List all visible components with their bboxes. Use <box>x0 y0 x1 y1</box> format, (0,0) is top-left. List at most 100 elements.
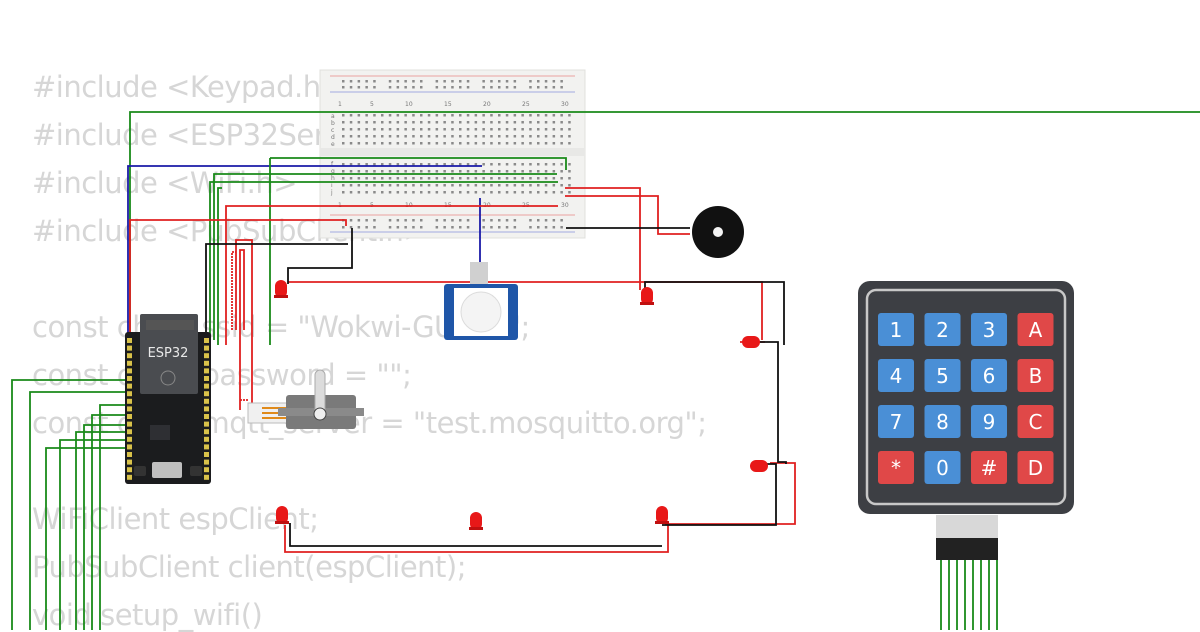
wire-red-7[interactable] <box>284 525 669 553</box>
breadboard-hole <box>443 170 446 173</box>
esp32-pin-right <box>204 383 209 389</box>
breadboard-hole <box>537 191 540 194</box>
wire-green-down-1[interactable] <box>11 379 128 630</box>
key-label: D <box>1028 456 1043 480</box>
wire-green-down-6[interactable] <box>75 431 128 630</box>
led-2[interactable] <box>640 287 654 305</box>
key-hash[interactable]: # <box>971 451 1007 484</box>
wire-green-4[interactable] <box>270 157 567 170</box>
led-3[interactable] <box>275 506 289 524</box>
buzzer[interactable] <box>692 206 744 258</box>
pir-header <box>470 262 488 288</box>
breadboard-hole <box>560 170 563 173</box>
key-8[interactable]: 8 <box>924 405 961 438</box>
breadboard-hole <box>482 128 485 131</box>
breadboard-hole <box>466 191 470 194</box>
breadboard-hole <box>537 121 540 124</box>
wire-red-2[interactable] <box>225 205 558 345</box>
breadboard-hole <box>404 86 407 89</box>
led-5[interactable] <box>655 506 669 524</box>
esp32-pin-left <box>127 345 132 351</box>
wire-red-servo[interactable] <box>235 239 253 410</box>
key-c[interactable]: C <box>1017 405 1054 438</box>
led-4[interactable] <box>469 512 483 530</box>
breadboard-hole <box>560 128 563 131</box>
breadboard-hole <box>466 135 470 138</box>
servo-motor[interactable] <box>247 369 364 429</box>
wire-green-3[interactable] <box>213 173 557 345</box>
wire-black-6[interactable] <box>289 523 662 547</box>
breadboard-hole <box>420 86 423 89</box>
breadboard-hole <box>490 86 493 89</box>
key-1[interactable]: 1 <box>878 313 914 346</box>
key-2[interactable]: 2 <box>924 313 961 346</box>
esp32-boot-button[interactable] <box>134 466 146 476</box>
wire-red-led-bus[interactable] <box>288 281 763 340</box>
key-d[interactable]: D <box>1017 451 1054 484</box>
esp32-pin-right <box>204 360 209 366</box>
esp32-board[interactable]: ESP32 <box>125 314 211 484</box>
led-1[interactable] <box>274 280 288 298</box>
esp32-logo-icon <box>160 370 176 386</box>
wire-green-down-7[interactable] <box>59 439 128 630</box>
breadboard-hole <box>529 128 532 131</box>
wire-black-3[interactable] <box>644 281 785 345</box>
wire-black-4[interactable] <box>757 341 787 464</box>
wire-green-down-4[interactable] <box>91 414 128 630</box>
wire-black-5[interactable] <box>662 463 777 526</box>
led-side-2[interactable] <box>750 460 768 472</box>
breadboard-hole <box>560 163 563 166</box>
esp32-usb-port[interactable] <box>152 462 182 478</box>
wire-red-6[interactable] <box>665 462 796 525</box>
wire-black-1[interactable] <box>205 228 353 345</box>
led-side-1[interactable] <box>742 336 760 348</box>
breadboard-hole <box>568 114 571 117</box>
breadboard-hole <box>435 86 439 89</box>
breadboard[interactable]: 1 5 10 15 20 25 30 1 5 10 15 20 25 30 a … <box>319 69 586 239</box>
breadboard-hole <box>459 219 462 222</box>
breadboard-hole <box>529 170 532 173</box>
esp32-en-button[interactable] <box>190 466 202 476</box>
breadboard-hole <box>513 219 517 222</box>
wire-green-down-8[interactable] <box>45 447 128 630</box>
wire-green-down-3[interactable] <box>99 404 128 630</box>
breadboard-hole <box>373 128 376 131</box>
breadboard-hole <box>357 184 361 187</box>
breadboard-hole <box>568 177 571 180</box>
breadboard-hole <box>373 121 376 124</box>
wire-green-2[interactable] <box>209 181 558 345</box>
wire-red-4[interactable] <box>565 195 690 235</box>
wire-red-3[interactable] <box>565 187 641 290</box>
breadboard-hole <box>427 128 431 131</box>
key-4[interactable]: 4 <box>878 359 914 392</box>
wire-green-down-2[interactable] <box>29 391 128 630</box>
key-5[interactable]: 5 <box>924 359 961 392</box>
key-0[interactable]: 0 <box>924 451 961 484</box>
esp32-pin-left <box>127 353 132 359</box>
code-line-11: PubSubClient client(espClient); <box>32 550 467 584</box>
wire-red-1[interactable] <box>129 219 347 345</box>
esp32-chip <box>150 425 170 440</box>
breadboard-hole <box>365 114 368 117</box>
wire-blue-1[interactable] <box>127 165 482 345</box>
key-a[interactable]: A <box>1017 313 1054 346</box>
code-line-10: WiFiClient espClient; <box>32 502 319 536</box>
wire-red-servo-2[interactable] <box>231 251 248 401</box>
breadboard-hole <box>560 86 563 89</box>
breadboard-hole <box>490 135 493 138</box>
row-letter-a: a <box>331 113 335 120</box>
key-7[interactable]: 7 <box>878 405 914 438</box>
key-b[interactable]: B <box>1017 359 1054 392</box>
breadboard-hole <box>443 80 446 83</box>
breadboard-hole <box>443 163 446 166</box>
key-label: 1 <box>890 318 903 342</box>
pir-motion-sensor[interactable] <box>444 262 518 340</box>
key-9[interactable]: 9 <box>971 405 1007 438</box>
key-6[interactable]: 6 <box>971 359 1007 392</box>
key-3[interactable]: 3 <box>971 313 1007 346</box>
breadboard-hole <box>404 128 407 131</box>
wire-green-down-5[interactable] <box>83 424 128 630</box>
key-star[interactable]: * <box>878 451 914 484</box>
